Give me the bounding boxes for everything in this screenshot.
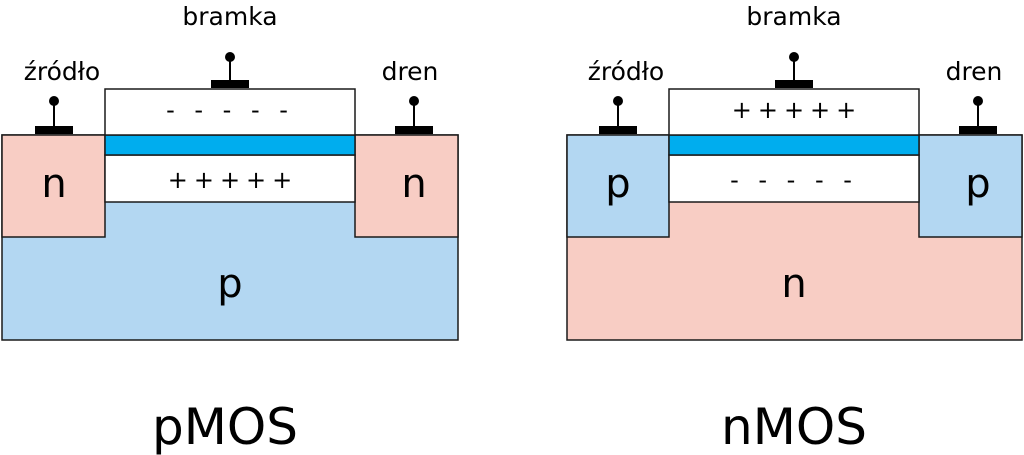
- pmos-gate-label: bramka: [182, 2, 277, 31]
- nmos-gate-electrode: [668, 88, 920, 136]
- nmos-title: nMOS: [721, 398, 867, 455]
- pmos-substrate-label: p: [217, 261, 242, 307]
- nmos-oxide-layer: [668, 134, 920, 156]
- nmos-drain-region-label: p: [965, 161, 990, 207]
- nmos-gate-charge: +++++: [732, 96, 863, 124]
- pmos-drain-contact: [395, 96, 433, 134]
- nmos-channel: [668, 154, 920, 203]
- nmos-channel-charge: - - - - -: [730, 166, 858, 194]
- pmos-channel: [104, 154, 356, 203]
- nmos-source-region-label: p: [605, 161, 630, 207]
- nmos-transistor: bramka źródło dren +++++ - - - - - p p n…: [566, 2, 1023, 455]
- pmos-drain-label: dren: [382, 57, 439, 86]
- nmos-source-label: źródło: [588, 57, 664, 86]
- pmos-source-region-label: n: [41, 161, 66, 207]
- pmos-gate-charge: - - - - -: [166, 96, 294, 124]
- pmos-transistor: bramka źródło dren - - - - - +++++ n n p…: [1, 2, 459, 455]
- nmos-source-contact: [599, 96, 637, 134]
- nmos-drain-contact: [959, 96, 997, 134]
- pmos-source-contact: [35, 96, 73, 134]
- nmos-gate-label: bramka: [746, 2, 841, 31]
- pmos-gate-electrode: [104, 88, 356, 136]
- pmos-channel-charge: +++++: [168, 166, 299, 194]
- pmos-title: pMOS: [152, 398, 298, 455]
- pmos-source-label: źródło: [24, 57, 100, 86]
- nmos-substrate-label: n: [781, 261, 806, 307]
- nmos-source-region: [566, 134, 670, 238]
- nmos-gate-contact: [775, 52, 813, 88]
- pmos-drain-region-label: n: [401, 161, 426, 207]
- nmos-drain-label: dren: [946, 57, 1003, 86]
- pmos-drain-region: [354, 134, 459, 238]
- pmos-gate-contact: [211, 52, 249, 88]
- pmos-oxide-layer: [104, 134, 356, 156]
- pmos-source-region: [1, 134, 106, 238]
